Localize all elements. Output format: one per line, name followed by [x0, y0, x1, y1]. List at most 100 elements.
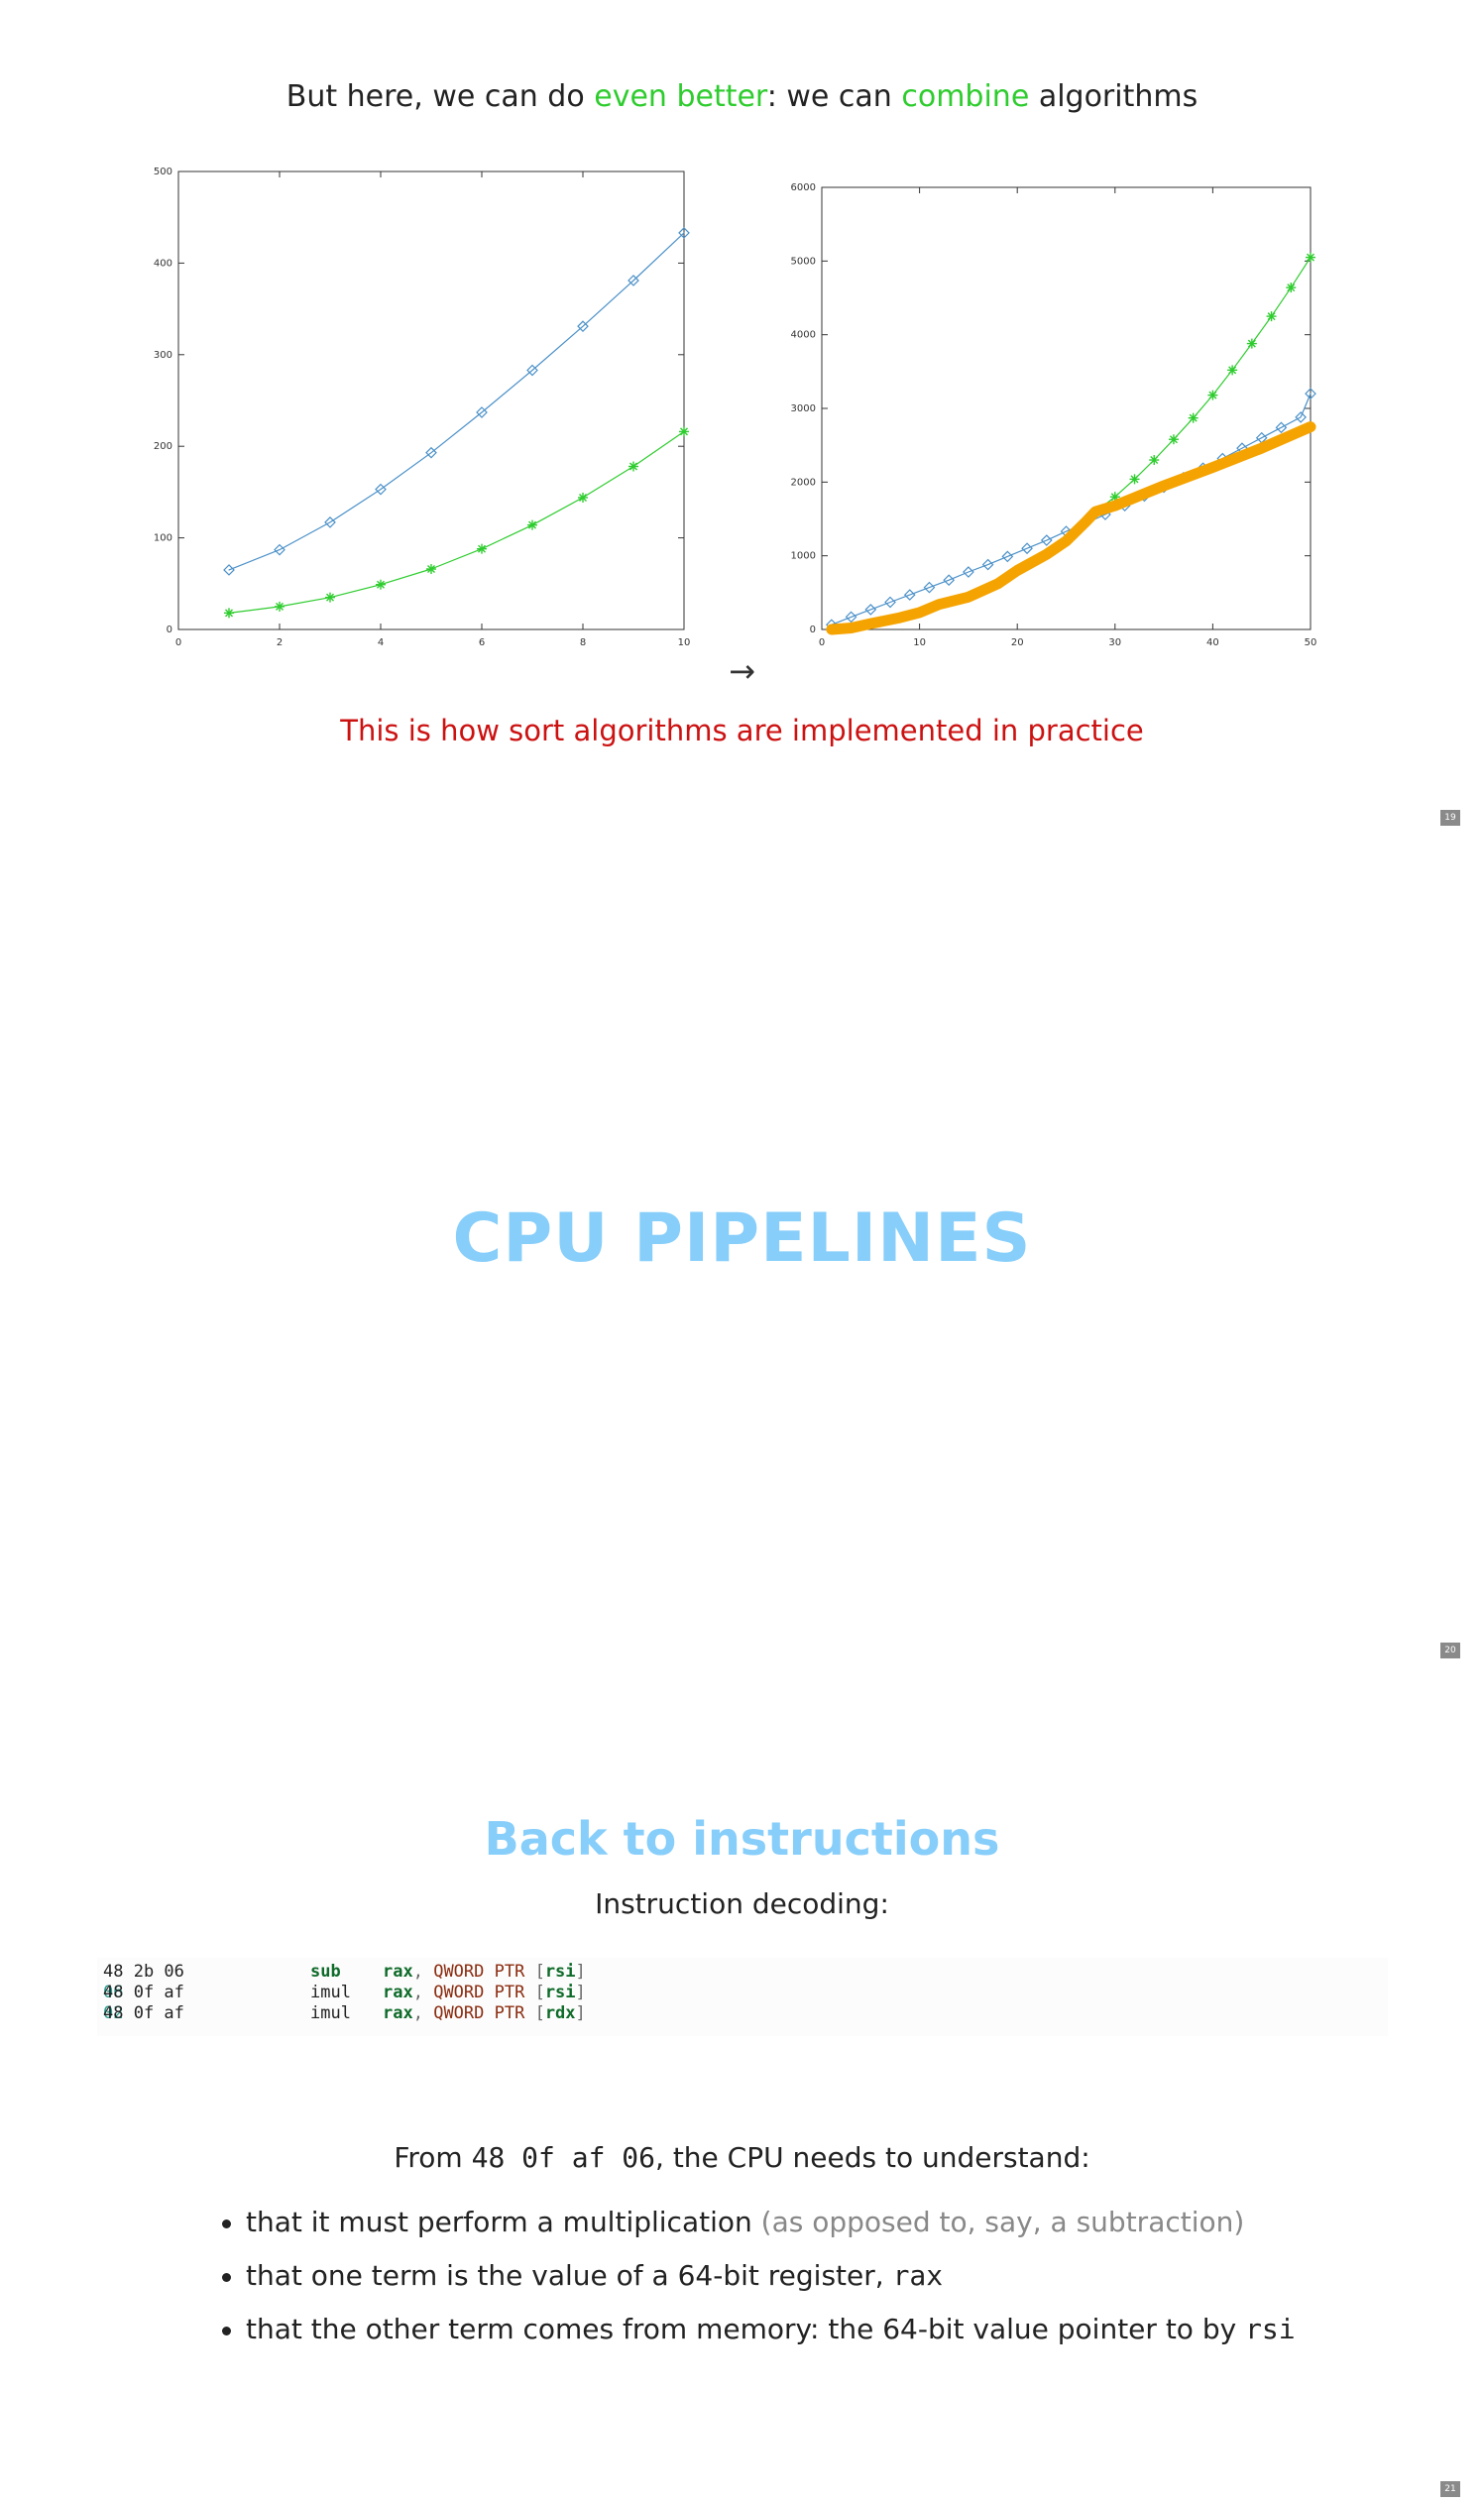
star-stroke — [1150, 456, 1159, 465]
star-stroke — [377, 580, 385, 589]
y-tick-label: 0 — [810, 625, 816, 635]
x-tick-label: 0 — [175, 637, 181, 648]
data-point-star — [1149, 455, 1160, 466]
title-part: algorithms — [1029, 79, 1199, 114]
data-point-diamond — [577, 320, 589, 333]
page-number: 20 — [1440, 1643, 1460, 1658]
y-tick-label: 0 — [167, 625, 172, 635]
star-stroke — [629, 462, 637, 471]
code-mnemonic: imul — [310, 1983, 351, 2002]
aside-text: (as opposed to, say, a subtraction) — [760, 2206, 1245, 2238]
data-point-star — [1207, 390, 1218, 400]
code-bytes: 48 0f af 06 — [103, 1983, 195, 2002]
data-point-star — [224, 608, 234, 619]
star-stroke — [680, 427, 688, 436]
title-part: : we can — [766, 79, 902, 114]
plot-frame — [177, 171, 685, 630]
page-number: 19 — [1440, 810, 1460, 826]
y-tick-label: 5000 — [791, 256, 816, 267]
star-stroke — [1110, 493, 1119, 502]
data-point-star — [1188, 412, 1199, 423]
practice-note: This is how sort algorithms are implemen… — [340, 714, 1144, 747]
x-tick-label: 20 — [1011, 637, 1024, 648]
series-line-2 — [826, 421, 1316, 635]
slide-back-to-instructions: Back to instructions Instruction decodin… — [0, 1665, 1484, 2503]
star-stroke — [276, 602, 284, 611]
data-point-diamond — [845, 611, 857, 624]
title-part: But here, we can do — [285, 79, 595, 114]
data-point-diamond — [923, 581, 936, 594]
data-point-diamond — [274, 543, 285, 556]
code-block: 48 2b 06 sub rax, QWORD PTR [rsi] 48 0f … — [97, 1958, 1388, 2036]
star-stroke — [528, 520, 536, 529]
list-item: that it must perform a multiplication (a… — [218, 2196, 1388, 2249]
star-stroke — [1287, 284, 1296, 292]
decode-intro: From 48 0f af 06, the CPU needs to under… — [394, 2141, 1090, 2174]
data-point-star — [1266, 311, 1277, 322]
star-stroke — [326, 593, 334, 602]
x-tick-label: 0 — [819, 637, 825, 648]
slide-cpu-pipelines: CPU PIPELINES 20 — [0, 833, 1484, 1665]
data-point-star — [325, 592, 335, 603]
data-point-diamond — [628, 275, 639, 286]
list-item: that the other term comes from memory: t… — [218, 2303, 1388, 2356]
data-point-star — [477, 543, 487, 554]
data-point-diamond — [223, 564, 235, 576]
data-point-star — [1246, 338, 1257, 349]
x-tick-label: 30 — [1108, 637, 1121, 648]
data-point-diamond — [1305, 388, 1316, 399]
slide-title: But here, we can do even better: we can … — [0, 79, 1484, 114]
data-point-star — [1168, 434, 1179, 445]
x-tick-label: 2 — [277, 637, 283, 648]
data-point-diamond — [375, 483, 387, 496]
data-point-star — [275, 601, 285, 612]
y-tick-label: 500 — [154, 167, 172, 177]
data-point-diamond — [981, 558, 994, 571]
x-tick-label: 40 — [1206, 637, 1219, 648]
x-tick-label: 10 — [678, 637, 691, 648]
section-title: CPU PIPELINES — [452, 1199, 1032, 1278]
code-operands: rax, QWORD PTR [rsi] — [383, 1983, 586, 2002]
data-point-star — [1129, 474, 1140, 485]
code-line: 48 2b 06 sub rax, QWORD PTR [rsi] — [103, 1962, 586, 1982]
x-tick-label: 6 — [479, 637, 485, 648]
star-stroke — [1267, 312, 1276, 321]
x-tick-label: 4 — [378, 637, 384, 648]
data-point-diamond — [864, 604, 877, 616]
data-point-star — [426, 564, 436, 575]
slide-sort-combine: But here, we can do even better: we can … — [0, 0, 1484, 833]
page-number: 21 — [1440, 2481, 1460, 2497]
star-stroke — [1189, 413, 1198, 422]
y-tick-label: 3000 — [791, 403, 816, 414]
inline-code: rax — [892, 2259, 944, 2292]
star-stroke — [1247, 339, 1256, 348]
data-point-diamond — [903, 589, 916, 601]
star-stroke — [1228, 366, 1237, 375]
data-point-star — [578, 492, 588, 503]
star-stroke — [478, 544, 486, 553]
y-tick-label: 6000 — [791, 182, 816, 193]
star-stroke — [1307, 253, 1314, 262]
inline-code: 48 0f af 06 — [471, 2141, 656, 2174]
slide-subheading: Instruction decoding: — [595, 1887, 889, 1920]
series-line-0 — [831, 393, 1312, 626]
x-tick-label: 8 — [580, 637, 586, 648]
code-operands: rax, QWORD PTR [rdx] — [383, 2003, 586, 2023]
code-mnemonic: imul — [310, 2003, 351, 2023]
x-tick-label: 50 — [1305, 637, 1317, 648]
code-mnemonic: sub — [310, 1962, 341, 1982]
requirements-list: that it must perform a multiplication (a… — [218, 2196, 1388, 2356]
code-line: 48 0f af 06 imul rax, QWORD PTR [rsi] — [97, 1983, 1388, 2003]
star-stroke — [579, 493, 587, 502]
data-point-diamond — [526, 364, 538, 377]
series-line-1 — [228, 430, 685, 614]
data-point-star — [1306, 252, 1315, 263]
y-tick-label: 300 — [154, 350, 172, 361]
title-highlight-combine: combine — [901, 79, 1030, 114]
code-operands: rax, QWORD PTR [rsi] — [383, 1962, 586, 1982]
y-tick-label: 4000 — [791, 330, 816, 341]
star-stroke — [1169, 435, 1178, 444]
code-bytes: 48 0f af 02 — [103, 2003, 195, 2023]
data-point-diamond — [963, 566, 974, 578]
